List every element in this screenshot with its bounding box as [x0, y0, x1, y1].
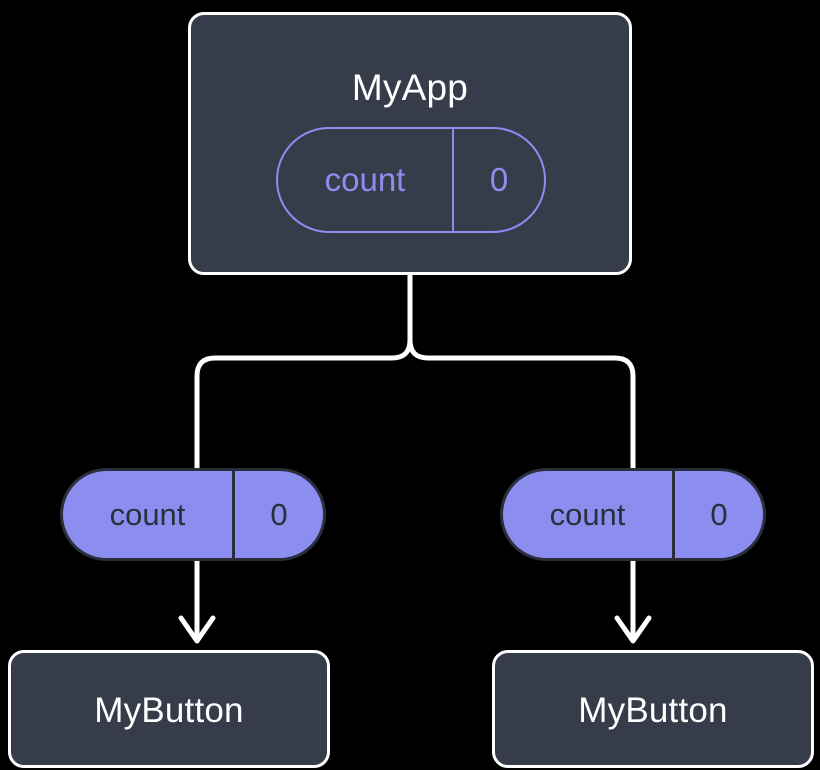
state-pill-child-left[interactable]: count 0: [60, 468, 326, 561]
component-node-mybutton-right[interactable]: MyButton: [492, 650, 814, 768]
state-value-child-left: 0: [270, 496, 288, 532]
state-value-root: 0: [489, 161, 509, 198]
state-value-child-right: 0: [710, 496, 728, 532]
component-label-myapp: MyApp: [351, 67, 469, 108]
state-key-child-right: count: [503, 471, 675, 558]
branch-connector: [194, 272, 636, 471]
component-label-mybutton-right: MyButton: [578, 691, 728, 730]
state-key-root: count: [278, 129, 454, 231]
prop-arrow-right: [614, 561, 652, 644]
component-node-mybutton-left[interactable]: MyButton: [8, 650, 330, 768]
state-pill-root[interactable]: count 0: [276, 127, 546, 233]
component-label-mybutton-left: MyButton: [94, 691, 244, 730]
state-key-child-left: count: [63, 471, 235, 558]
state-pill-child-right[interactable]: count 0: [500, 468, 766, 561]
prop-arrow-left: [178, 561, 216, 644]
